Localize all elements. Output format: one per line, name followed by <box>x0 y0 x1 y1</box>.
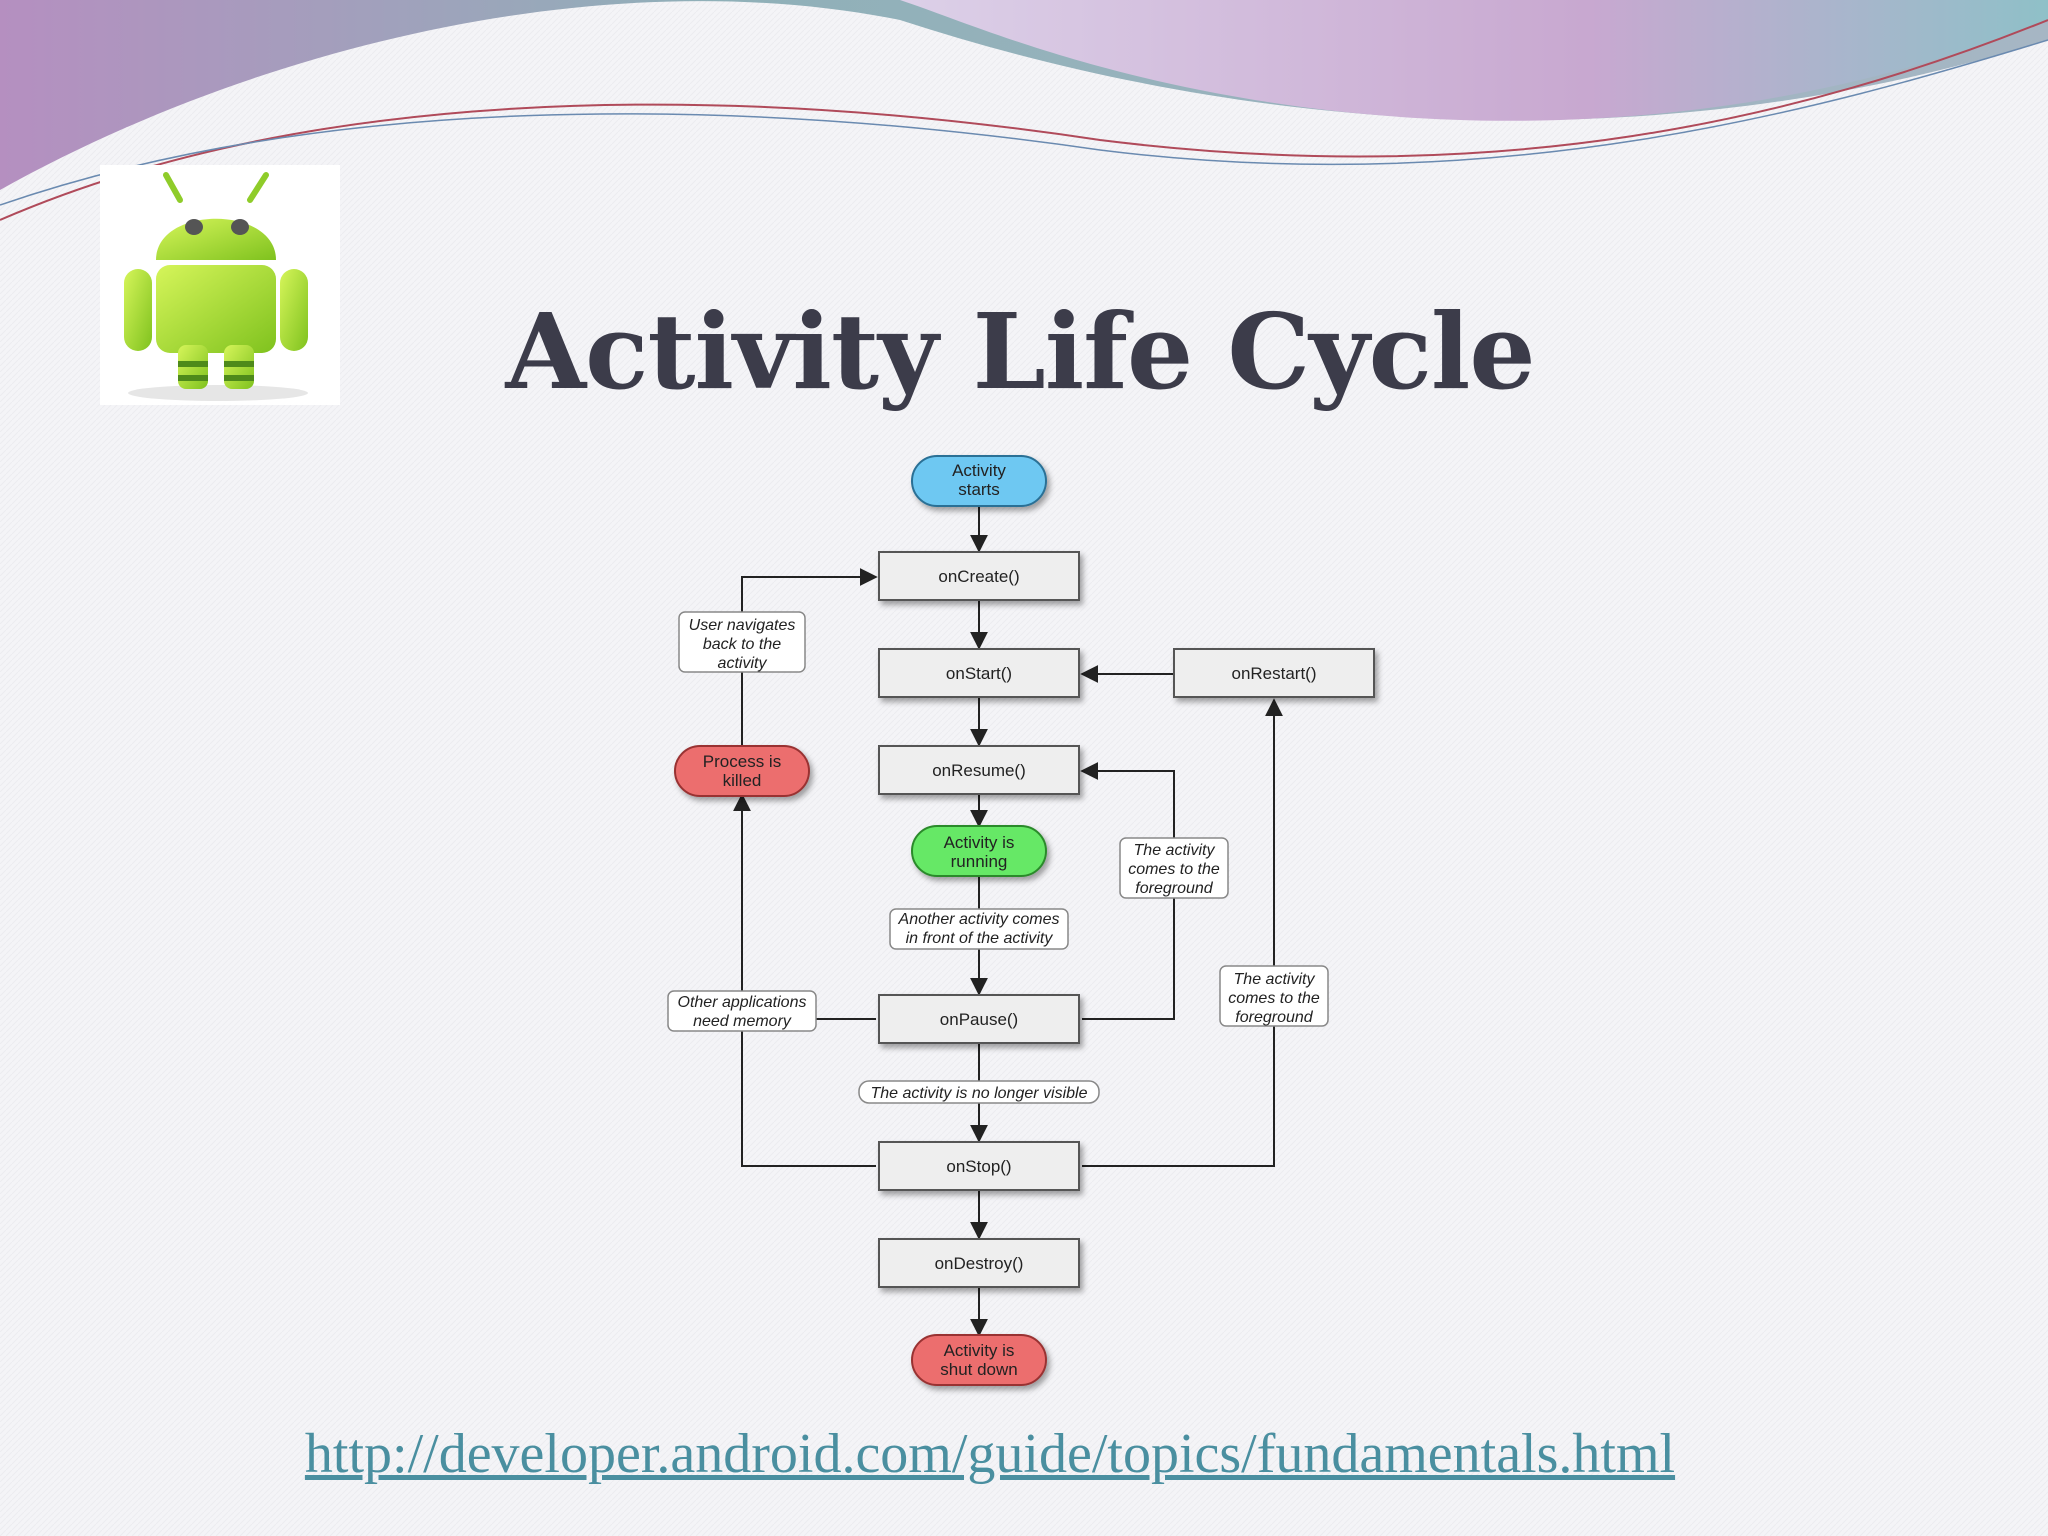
note-fg1-line-2: comes to the <box>1128 861 1220 878</box>
note-fg2-line-2: comes to the <box>1228 990 1320 1007</box>
note-invisible-text: The activity is no longer visible <box>871 1085 1088 1102</box>
note-another-line-2: in front of the activity <box>906 930 1054 947</box>
shutdown-node <box>911 1334 1047 1386</box>
note-navigate-line-3: activity <box>718 655 768 672</box>
shutdown-node-line-1: Activity is <box>944 1341 1015 1360</box>
note-no-longer-visible <box>858 1080 1100 1104</box>
start-node-line-2: starts <box>958 480 1000 499</box>
running-node-line-1: Activity is <box>944 833 1015 852</box>
onrestart-box <box>1173 648 1375 698</box>
onstop-box <box>878 1141 1080 1191</box>
note-foreground-resume <box>1119 837 1229 899</box>
ondestroy-label: onDestroy() <box>935 1254 1024 1273</box>
note-navigate-line-2: back to the <box>703 636 781 653</box>
note-memory <box>667 990 817 1032</box>
start-node <box>911 455 1047 507</box>
onresume-label: onResume() <box>932 761 1026 780</box>
onrestart-label: onRestart() <box>1231 664 1316 683</box>
running-node <box>911 825 1047 877</box>
onstop-label: onStop() <box>946 1157 1011 1176</box>
onpause-label: onPause() <box>940 1010 1018 1029</box>
note-memory-line-1: Other applications <box>678 994 807 1011</box>
note-another-activity <box>889 908 1069 950</box>
onresume-box <box>878 745 1080 795</box>
oncreate-label: onCreate() <box>938 567 1019 586</box>
start-node-line-1: Activity <box>952 461 1006 480</box>
note-foreground-restart <box>1219 965 1329 1027</box>
note-another-line-1: Another activity comes <box>898 911 1060 928</box>
note-navigate-back <box>678 611 806 673</box>
note-fg1-line-3: foreground <box>1135 880 1213 897</box>
onstart-label: onStart() <box>946 664 1012 683</box>
ondestroy-box <box>878 1238 1080 1288</box>
oncreate-box <box>878 551 1080 601</box>
note-fg2-line-3: foreground <box>1235 1009 1313 1026</box>
note-fg2-line-1: The activity <box>1234 971 1316 988</box>
connectors <box>733 506 1283 1337</box>
shutdown-node-line-2: shut down <box>940 1360 1018 1379</box>
process-killed-node <box>674 745 810 797</box>
note-fg1-line-1: The activity <box>1134 842 1216 859</box>
source-link[interactable]: http://developer.android.com/guide/topic… <box>304 1423 1676 1485</box>
slide-title: Activity Life Cycle <box>505 290 1535 413</box>
onpause-box <box>878 994 1080 1044</box>
onstart-box <box>878 648 1080 698</box>
android-robot-logo <box>100 165 340 405</box>
process-killed-line-1: Process is <box>703 752 781 771</box>
running-node-line-2: running <box>951 852 1008 871</box>
note-navigate-line-1: User navigates <box>689 617 796 634</box>
process-killed-line-2: killed <box>723 771 762 790</box>
note-memory-line-2: need memory <box>693 1013 792 1030</box>
